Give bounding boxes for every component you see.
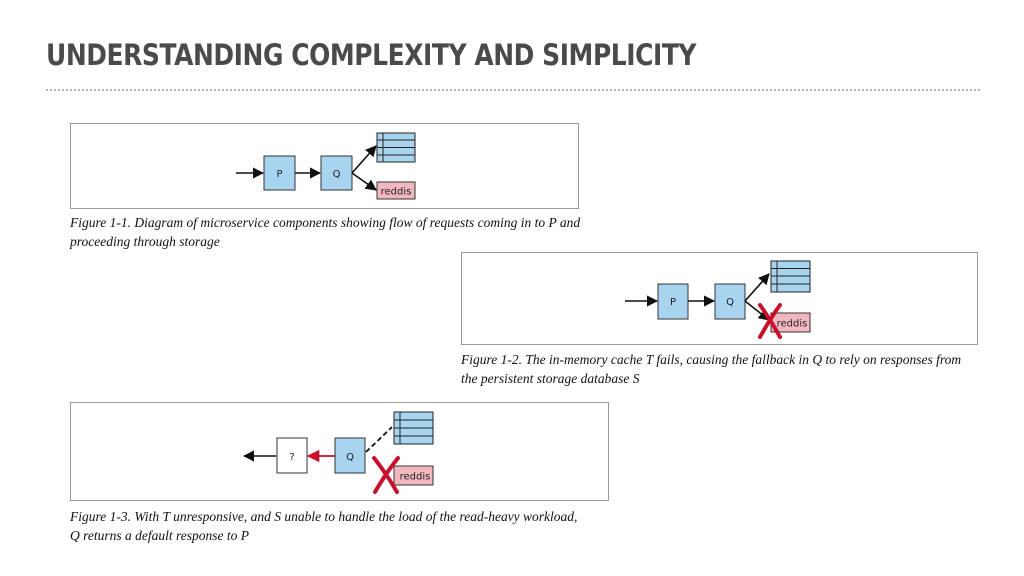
cache-label: reddis	[777, 319, 808, 330]
figure-3-diagram: ? Q reddis	[70, 402, 609, 501]
q-to-database-arrow	[744, 273, 770, 302]
database-icon	[770, 260, 811, 293]
failure-x-mark	[758, 303, 782, 339]
q-to-database-arrow	[351, 145, 377, 174]
q-to-cache-arrow	[744, 300, 770, 321]
service-q-box	[714, 283, 746, 320]
database-icon	[376, 132, 416, 163]
service-q-box	[334, 437, 366, 474]
service-q-label: Q	[333, 169, 341, 180]
slide-title: UNDERSTANDING COMPLEXITY AND SIMPLICITY	[46, 38, 697, 72]
service-p-box	[657, 283, 689, 320]
service-p-label: P	[276, 169, 282, 180]
service-q-label: Q	[726, 297, 734, 308]
figure-3-caption: Figure 1-3. With T unresponsive, and S u…	[70, 509, 578, 543]
unknown-response-label: ?	[289, 452, 294, 463]
failure-x-mark	[372, 456, 400, 494]
service-p-label: P	[670, 297, 676, 308]
service-q-label: Q	[346, 452, 354, 463]
q-to-cache-arrow	[351, 172, 377, 191]
figure-1-diagram: P Q reddis	[70, 123, 579, 209]
figure-2-diagram: P Q reddis	[461, 252, 978, 345]
database-icon	[393, 411, 434, 445]
cache-label: reddis	[400, 472, 431, 483]
cache-box	[376, 181, 416, 200]
figure-1-caption: Figure 1-1. Diagram of microservice comp…	[70, 215, 581, 249]
cache-label: reddis	[381, 187, 412, 198]
figure-2-caption: Figure 1-2. The in-memory cache T fails,…	[461, 352, 962, 386]
cache-box	[393, 465, 434, 486]
q-to-database-dashed-link	[365, 426, 393, 453]
title-divider	[46, 89, 980, 91]
unknown-response-box	[276, 437, 308, 474]
